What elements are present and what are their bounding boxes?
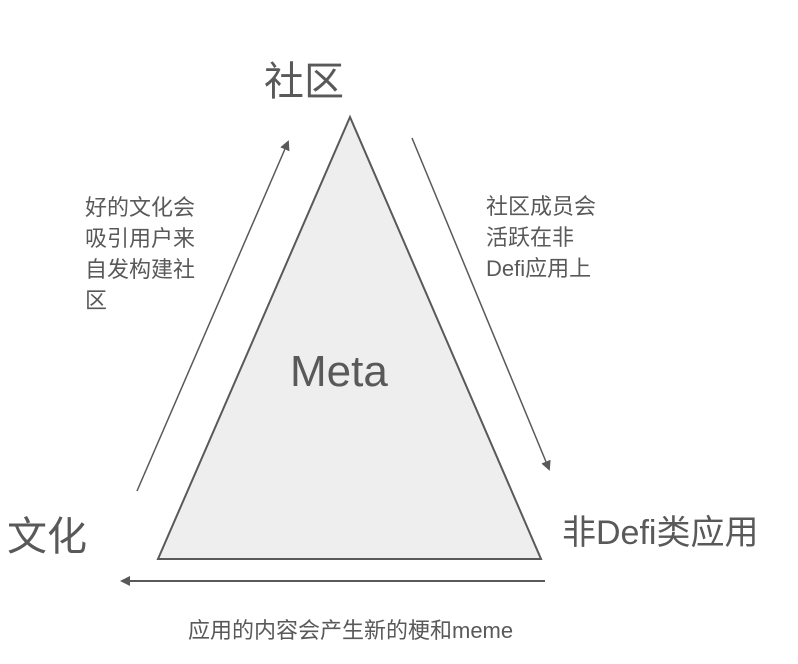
node-non-defi-apps: 非Defi类应用 [562,514,759,552]
edge-label-line: Defi应用上 [486,256,592,281]
edge-label-line: 好的文化会 [85,195,196,220]
arrow-community-to-apps [411,137,551,471]
edge-label-line: 社区成员会 [486,194,597,219]
node-community: 社区 [264,60,344,104]
edge-label-line: 吸引用户来 [85,226,196,251]
edge-label-line: 自发构建社 [85,257,196,282]
meta-triangle [156,114,543,560]
edge-label-line: 活跃在非 [486,225,575,250]
edge-label-line: 区 [85,288,108,313]
node-meta: Meta [290,347,388,396]
edge-label-bottom: 应用的内容会产生新的梗和meme [188,618,514,643]
node-culture: 文化 [7,515,87,559]
edge-label-left: 好的文化会 吸引用户来 自发构建社 区 [85,192,195,316]
arrow-culture-to-community [136,140,290,492]
edge-label-right: 社区成员会 活跃在非 Defi应用上 [486,191,596,284]
